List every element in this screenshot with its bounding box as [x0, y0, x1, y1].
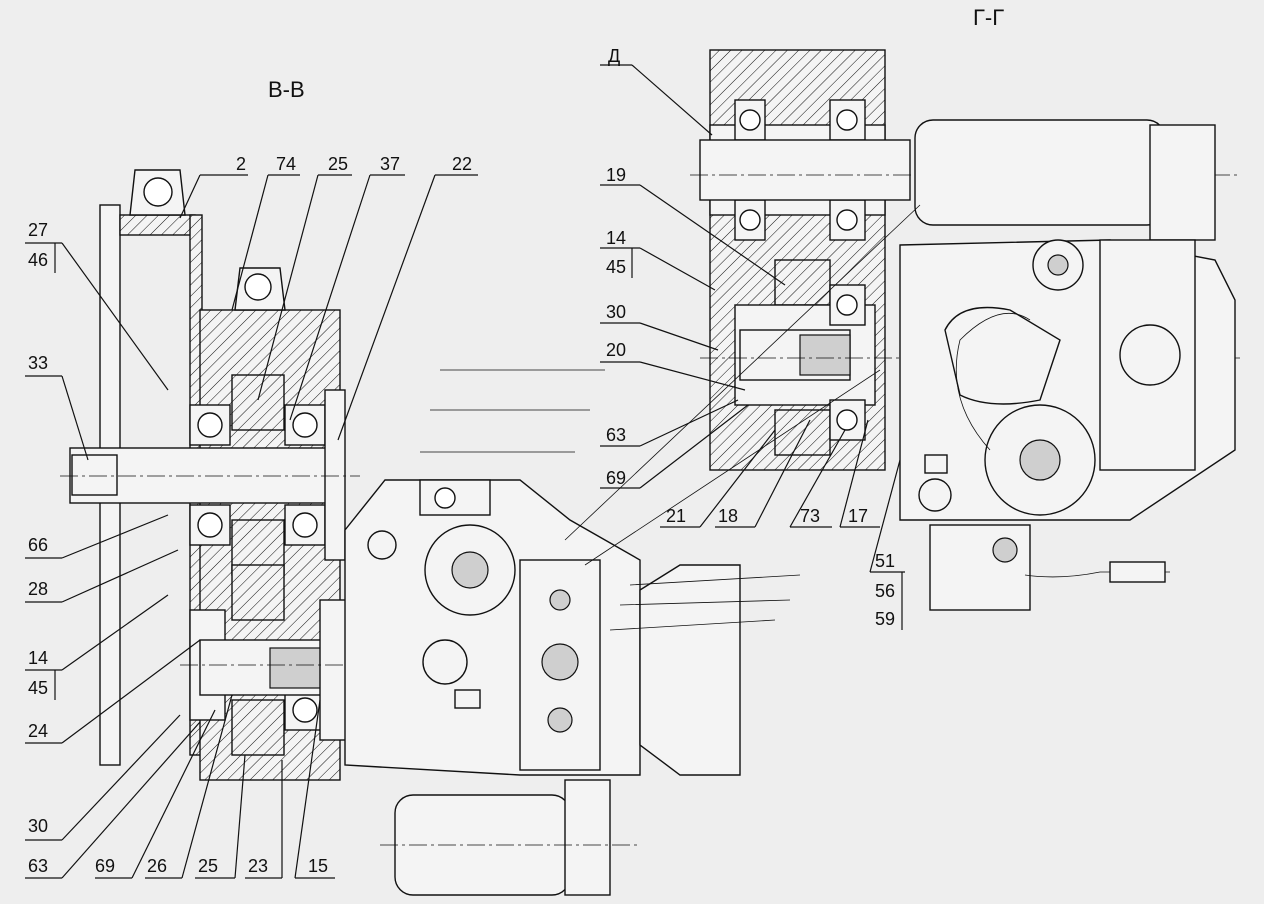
- callout-20: 20: [606, 340, 626, 360]
- upper-filter-head: [1149, 124, 1216, 241]
- callout-26: 26: [147, 856, 167, 876]
- boss-center: [1047, 254, 1069, 276]
- bearing-ball: [739, 209, 761, 231]
- bearing-ball: [836, 409, 858, 431]
- detail-label-d: Д: [608, 46, 620, 66]
- callout-51: 51: [875, 551, 895, 571]
- shaft-spline-end: [71, 454, 118, 496]
- callout-24: 24: [28, 721, 48, 741]
- callout-56: 56: [875, 581, 895, 601]
- pump-port: [422, 639, 468, 685]
- callout-30-right: 30: [606, 302, 626, 322]
- guide-lines-b: [609, 574, 801, 631]
- lug-hole: [143, 177, 173, 207]
- gg-bearing-5: [829, 284, 866, 326]
- callout-73: 73: [800, 506, 820, 526]
- valve-plug-upper: [549, 589, 571, 611]
- solenoid-connector: [434, 487, 456, 509]
- lower-filter-head: [564, 779, 611, 896]
- gg-gear-top: [774, 259, 831, 306]
- pump-rear-housing: [639, 564, 741, 776]
- gg-bearing-6: [829, 399, 866, 441]
- housing-lug-hole: [244, 273, 272, 301]
- gg-upper-shaft: [699, 139, 911, 201]
- callout-25-bottom: 25: [198, 856, 218, 876]
- lower-gear-top: [231, 564, 285, 621]
- callout-69-left: 69: [95, 856, 115, 876]
- callout-25-top: 25: [328, 154, 348, 174]
- callout-46: 46: [28, 250, 48, 270]
- bearing-ball: [292, 412, 318, 438]
- callout-37: 37: [380, 154, 400, 174]
- callout-66: 66: [28, 535, 48, 555]
- callout-33: 33: [28, 353, 48, 373]
- bearing-ball: [292, 512, 318, 538]
- callout-19: 19: [606, 165, 626, 185]
- callout-2: 2: [236, 154, 246, 174]
- end-cover: [324, 389, 346, 561]
- callout-74: 74: [276, 154, 296, 174]
- guide-lines-a: [420, 369, 605, 453]
- leaders-right: [420, 64, 921, 631]
- bearing-ball: [197, 512, 223, 538]
- upper-filter: [914, 119, 1166, 226]
- valve-connector: [992, 537, 1018, 563]
- callout-45-left: 45: [28, 678, 48, 698]
- callout-30-left: 30: [28, 816, 48, 836]
- hydraulic-pump-left: [344, 479, 741, 896]
- valve-plug: [541, 643, 579, 681]
- section-bb-assembly: [60, 169, 740, 781]
- bearing-ball: [836, 209, 858, 231]
- view-title-gg: Г-Г: [973, 5, 1004, 30]
- output-coupling: [269, 647, 326, 689]
- pump-fan-hub: [451, 551, 489, 589]
- pump-marking-l2: [454, 689, 481, 709]
- pump-boss: [367, 530, 397, 560]
- callout-69-right: 69: [606, 468, 626, 488]
- pump-right-marking: [924, 454, 948, 474]
- leaders-left: [25, 174, 478, 879]
- valve-plug-lower: [547, 707, 573, 733]
- bearing-ball: [197, 412, 223, 438]
- callout-22: 22: [452, 154, 472, 174]
- callout-14-right: 14: [606, 228, 626, 248]
- gg-gear-bottom: [774, 409, 831, 456]
- section-gg-assembly: [690, 49, 1240, 471]
- callout-15: 15: [308, 856, 328, 876]
- upper-gear-top: [231, 374, 285, 431]
- callout-27: 27: [28, 220, 48, 240]
- pump-right-cover: [944, 306, 1061, 405]
- bearing-ball: [739, 109, 761, 131]
- bearing-ball: [836, 294, 858, 316]
- callout-23: 23: [248, 856, 268, 876]
- callout-59: 59: [875, 609, 895, 629]
- callout-28: 28: [28, 579, 48, 599]
- callout-18: 18: [718, 506, 738, 526]
- callout-14-left: 14: [28, 648, 48, 668]
- bearing-ball: [836, 109, 858, 131]
- callout-21: 21: [666, 506, 686, 526]
- callout-17: 17: [848, 506, 868, 526]
- pump-right-port: [1119, 324, 1181, 386]
- bearing-ball: [292, 697, 318, 723]
- callout-45-right: 45: [606, 257, 626, 277]
- top-lug-plate: [119, 214, 196, 236]
- callout-63-right: 63: [606, 425, 626, 445]
- view-title-bb: В-В: [268, 77, 305, 102]
- pump-right-fan-hub: [1019, 439, 1061, 481]
- hydraulic-pump-right: [899, 119, 1236, 611]
- callout-63-left: 63: [28, 856, 48, 876]
- sensor-plug: [1109, 561, 1166, 583]
- guide-lines-c: [564, 204, 921, 566]
- pump-right-valve: [929, 524, 1031, 611]
- sensor-cable: [1024, 571, 1170, 578]
- pump-right-plug: [918, 478, 952, 512]
- pump-right-hose: [955, 313, 1031, 451]
- gg-coupling: [799, 334, 851, 376]
- lower-gear-bottom: [231, 699, 285, 756]
